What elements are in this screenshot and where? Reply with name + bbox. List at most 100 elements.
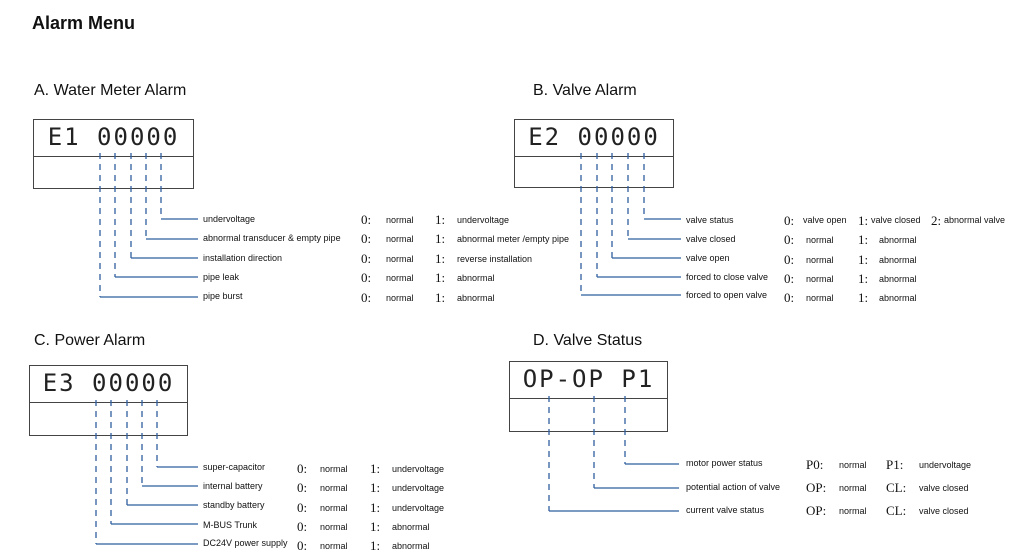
code-key: OP: xyxy=(806,503,827,518)
code-key: P0: xyxy=(806,457,824,472)
code-value: valve closed xyxy=(919,506,969,516)
code-key: 0: xyxy=(361,251,372,266)
code-value: normal xyxy=(806,274,834,284)
code-key: 1: xyxy=(858,290,869,305)
code-value: normal xyxy=(320,541,348,551)
code-value: normal xyxy=(386,293,414,303)
code-value: abnormal xyxy=(879,255,917,265)
lcd-code-a: E1 00000 xyxy=(47,123,180,151)
row-label: valve open xyxy=(686,253,730,263)
lcd-display-b: E2 00000 xyxy=(514,119,674,188)
code-key: 1: xyxy=(435,212,446,227)
code-key: OP: xyxy=(806,480,827,495)
row-label: motor power status xyxy=(686,458,763,468)
row-label: installation direction xyxy=(203,253,283,263)
row-label: forced to open valve xyxy=(686,290,768,300)
code-value: abnormal xyxy=(879,293,917,303)
code-key: 0: xyxy=(784,213,795,228)
wires-c xyxy=(95,400,198,545)
code-key: 0: xyxy=(361,270,372,285)
code-key: 1: xyxy=(370,461,381,476)
code-value: undervoltage xyxy=(392,503,445,513)
lcd-display-c: E3 00000 xyxy=(29,365,188,436)
wires-a xyxy=(99,153,198,298)
code-value: undervoltage xyxy=(919,460,972,470)
code-value: normal xyxy=(839,460,867,470)
code-value: normal xyxy=(839,483,867,493)
lcd-code-b: E2 00000 xyxy=(528,123,660,151)
code-key: 0: xyxy=(784,252,795,267)
code-value: normal xyxy=(320,464,348,474)
page-title: Alarm Menu xyxy=(32,13,136,33)
code-key: CL: xyxy=(886,480,907,495)
code-value: undervoltage xyxy=(457,215,510,225)
code-value: normal xyxy=(386,215,414,225)
section-b-heading: B. Valve Alarm xyxy=(533,82,637,99)
code-key: 0: xyxy=(297,461,308,476)
code-value: normal xyxy=(386,273,414,283)
code-key: 0: xyxy=(784,290,795,305)
code-value: normal xyxy=(320,483,348,493)
row-label: super-capacitor xyxy=(203,462,266,472)
code-key: P1: xyxy=(886,457,904,472)
row-label: current valve status xyxy=(686,505,765,515)
code-value: normal xyxy=(839,506,867,516)
code-value: abnormal xyxy=(457,293,495,303)
code-value: abnormal valve xyxy=(944,215,1006,225)
code-key: 0: xyxy=(297,480,308,495)
wires-b xyxy=(580,153,681,296)
section-d-heading: D. Valve Status xyxy=(533,332,643,349)
row-label: undervoltage xyxy=(203,214,256,224)
row-label: potential action of valve xyxy=(686,482,781,492)
code-key: 0: xyxy=(784,232,795,247)
lcd-code-d: OP-OP P1 xyxy=(522,365,655,393)
code-value: normal xyxy=(386,234,414,244)
code-key: CL: xyxy=(886,503,907,518)
code-value: undervoltage xyxy=(392,483,445,493)
code-key: 1: xyxy=(858,252,869,267)
code-key: 0: xyxy=(361,290,372,305)
code-key: 2: xyxy=(931,213,942,228)
code-value: normal xyxy=(320,522,348,532)
code-key: 1: xyxy=(858,232,869,247)
row-label: standby battery xyxy=(203,500,265,510)
code-value: abnormal meter /empty pipe xyxy=(457,234,570,244)
code-value: normal xyxy=(806,293,834,303)
code-key: 1: xyxy=(858,213,869,228)
code-value: normal xyxy=(386,254,414,264)
code-value: abnormal xyxy=(392,522,430,532)
code-key: 1: xyxy=(435,251,446,266)
code-key: 1: xyxy=(370,519,381,534)
row-label: valve status xyxy=(686,215,734,225)
row-label: pipe leak xyxy=(203,272,240,282)
code-key: 1: xyxy=(435,290,446,305)
row-label: abnormal transducer & empty pipe xyxy=(203,233,341,243)
row-label: internal battery xyxy=(203,481,263,491)
code-key: 1: xyxy=(435,231,446,246)
code-key: 1: xyxy=(858,271,869,286)
code-value: normal xyxy=(320,503,348,513)
code-key: 0: xyxy=(297,538,308,553)
wires-d xyxy=(548,396,679,512)
code-key: 1: xyxy=(370,480,381,495)
code-value: normal xyxy=(806,235,834,245)
code-value: reverse installation xyxy=(457,254,533,264)
row-label: forced to close valve xyxy=(686,272,769,282)
code-value: valve closed xyxy=(871,215,921,225)
row-label: DC24V power supply xyxy=(203,538,288,548)
row-label: M-BUS Trunk xyxy=(203,520,258,530)
code-key: 0: xyxy=(297,500,308,515)
code-key: 1: xyxy=(370,500,381,515)
code-value: abnormal xyxy=(457,273,495,283)
row-label: pipe burst xyxy=(203,291,243,301)
lcd-display-a: E1 00000 xyxy=(33,119,194,189)
code-value: normal xyxy=(806,255,834,265)
code-key: 0: xyxy=(297,519,308,534)
code-key: 0: xyxy=(361,231,372,246)
code-key: 0: xyxy=(784,271,795,286)
lcd-display-d: OP-OP P1 xyxy=(509,361,668,432)
lcd-code-c: E3 00000 xyxy=(42,369,175,397)
code-value: abnormal xyxy=(879,274,917,284)
row-label: valve closed xyxy=(686,234,736,244)
